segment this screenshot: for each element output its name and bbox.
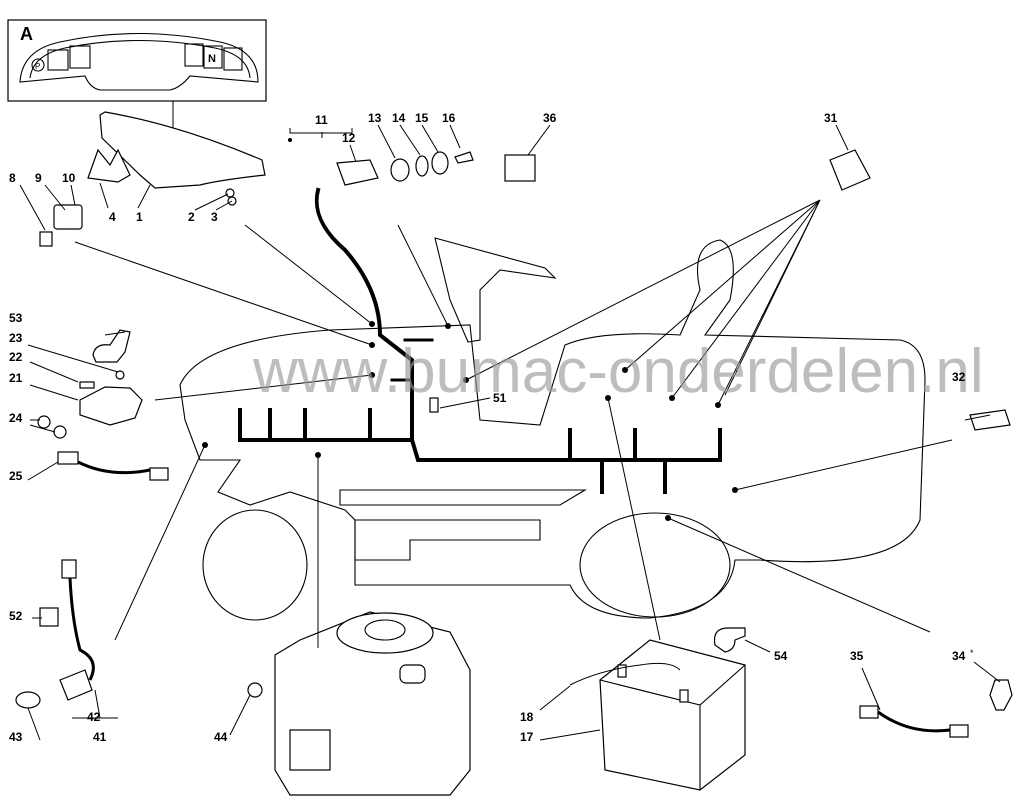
bulb-socket-42 (59, 669, 93, 701)
callout-14: 14 (392, 111, 406, 125)
callout-10: 10 (62, 171, 76, 185)
callout-21: 21 (9, 371, 23, 385)
callout-8: 8 (9, 171, 16, 185)
callout-12: 12 (342, 131, 356, 145)
bracket-part (87, 148, 131, 183)
callout-16: 16 (442, 111, 456, 125)
callout-43: 43 (9, 730, 23, 744)
terminal-cover-54 (713, 627, 746, 653)
cap-53 (92, 329, 131, 363)
callout-25: 25 (9, 469, 23, 483)
parking-indicator-text: P (35, 62, 40, 71)
callout-54: 54 (774, 649, 788, 663)
callout-24: 24 (9, 411, 23, 425)
bulb-43 (15, 691, 41, 709)
callout-42: 42 (87, 710, 101, 724)
callout-3: 3 (211, 210, 218, 224)
callout-41: 41 (93, 730, 107, 744)
callout-34: 34 (952, 649, 966, 663)
battery (569, 639, 746, 791)
seat-indicator-icon (184, 43, 204, 67)
engine (274, 611, 471, 796)
inset-label: A (20, 24, 33, 44)
bulb-holder-52 (39, 607, 59, 627)
leader-lines (19, 124, 1001, 741)
switch-part (53, 204, 83, 230)
wire-25 (149, 467, 169, 481)
wiring-harness (238, 187, 722, 494)
callout-17: 17 (520, 730, 534, 744)
callout-23: 23 (9, 331, 23, 345)
neutral-indicator-icon (203, 45, 223, 69)
callout-15: 15 (415, 111, 429, 125)
nut-44 (247, 682, 263, 698)
switch-36 (504, 154, 536, 182)
callout-13: 13 (368, 111, 382, 125)
callout-44: 44 (214, 730, 228, 744)
callout-35: 35 (850, 649, 864, 663)
wire-35 (949, 724, 969, 738)
parking-brake-indicator-icon (31, 58, 45, 72)
callout-53: 53 (9, 311, 23, 325)
callout-36: 36 (543, 111, 557, 125)
callout-32: 32 (952, 370, 966, 384)
callout-51: 51 (493, 391, 507, 405)
callout-4: 4 (109, 210, 116, 224)
callout-1: 1 (136, 210, 143, 224)
callout-18: 18 (520, 710, 534, 724)
inset-a-dashboard-panel: A P N (7, 19, 267, 102)
sensor-34 (989, 679, 1013, 711)
mower-indicator-icon (47, 49, 69, 71)
callout-34-asterisk: * (970, 648, 974, 658)
callout-11: 11 (315, 113, 328, 127)
tractor-outline (179, 237, 926, 621)
callout-2: 2 (188, 210, 195, 224)
switch-31 (829, 149, 871, 191)
dashboard-cover (99, 111, 266, 189)
solenoid-21 (79, 386, 143, 426)
watermark: www.bumac-onderdelen.nl (252, 337, 984, 406)
callout-22: 22 (9, 350, 23, 364)
battery-indicator-icon (223, 47, 243, 71)
callout-9: 9 (35, 171, 42, 185)
callout-52: 52 (9, 609, 23, 623)
cutting-indicator-icon (69, 45, 91, 69)
callout-31: 31 (824, 111, 838, 125)
neutral-indicator-text: N (208, 53, 216, 65)
ignition-switch (336, 159, 379, 186)
callout-labels: 8 9 10 4 1 2 3 11 12 13 14 15 16 36 31 5… (9, 111, 974, 744)
switch-32 (969, 409, 1011, 431)
